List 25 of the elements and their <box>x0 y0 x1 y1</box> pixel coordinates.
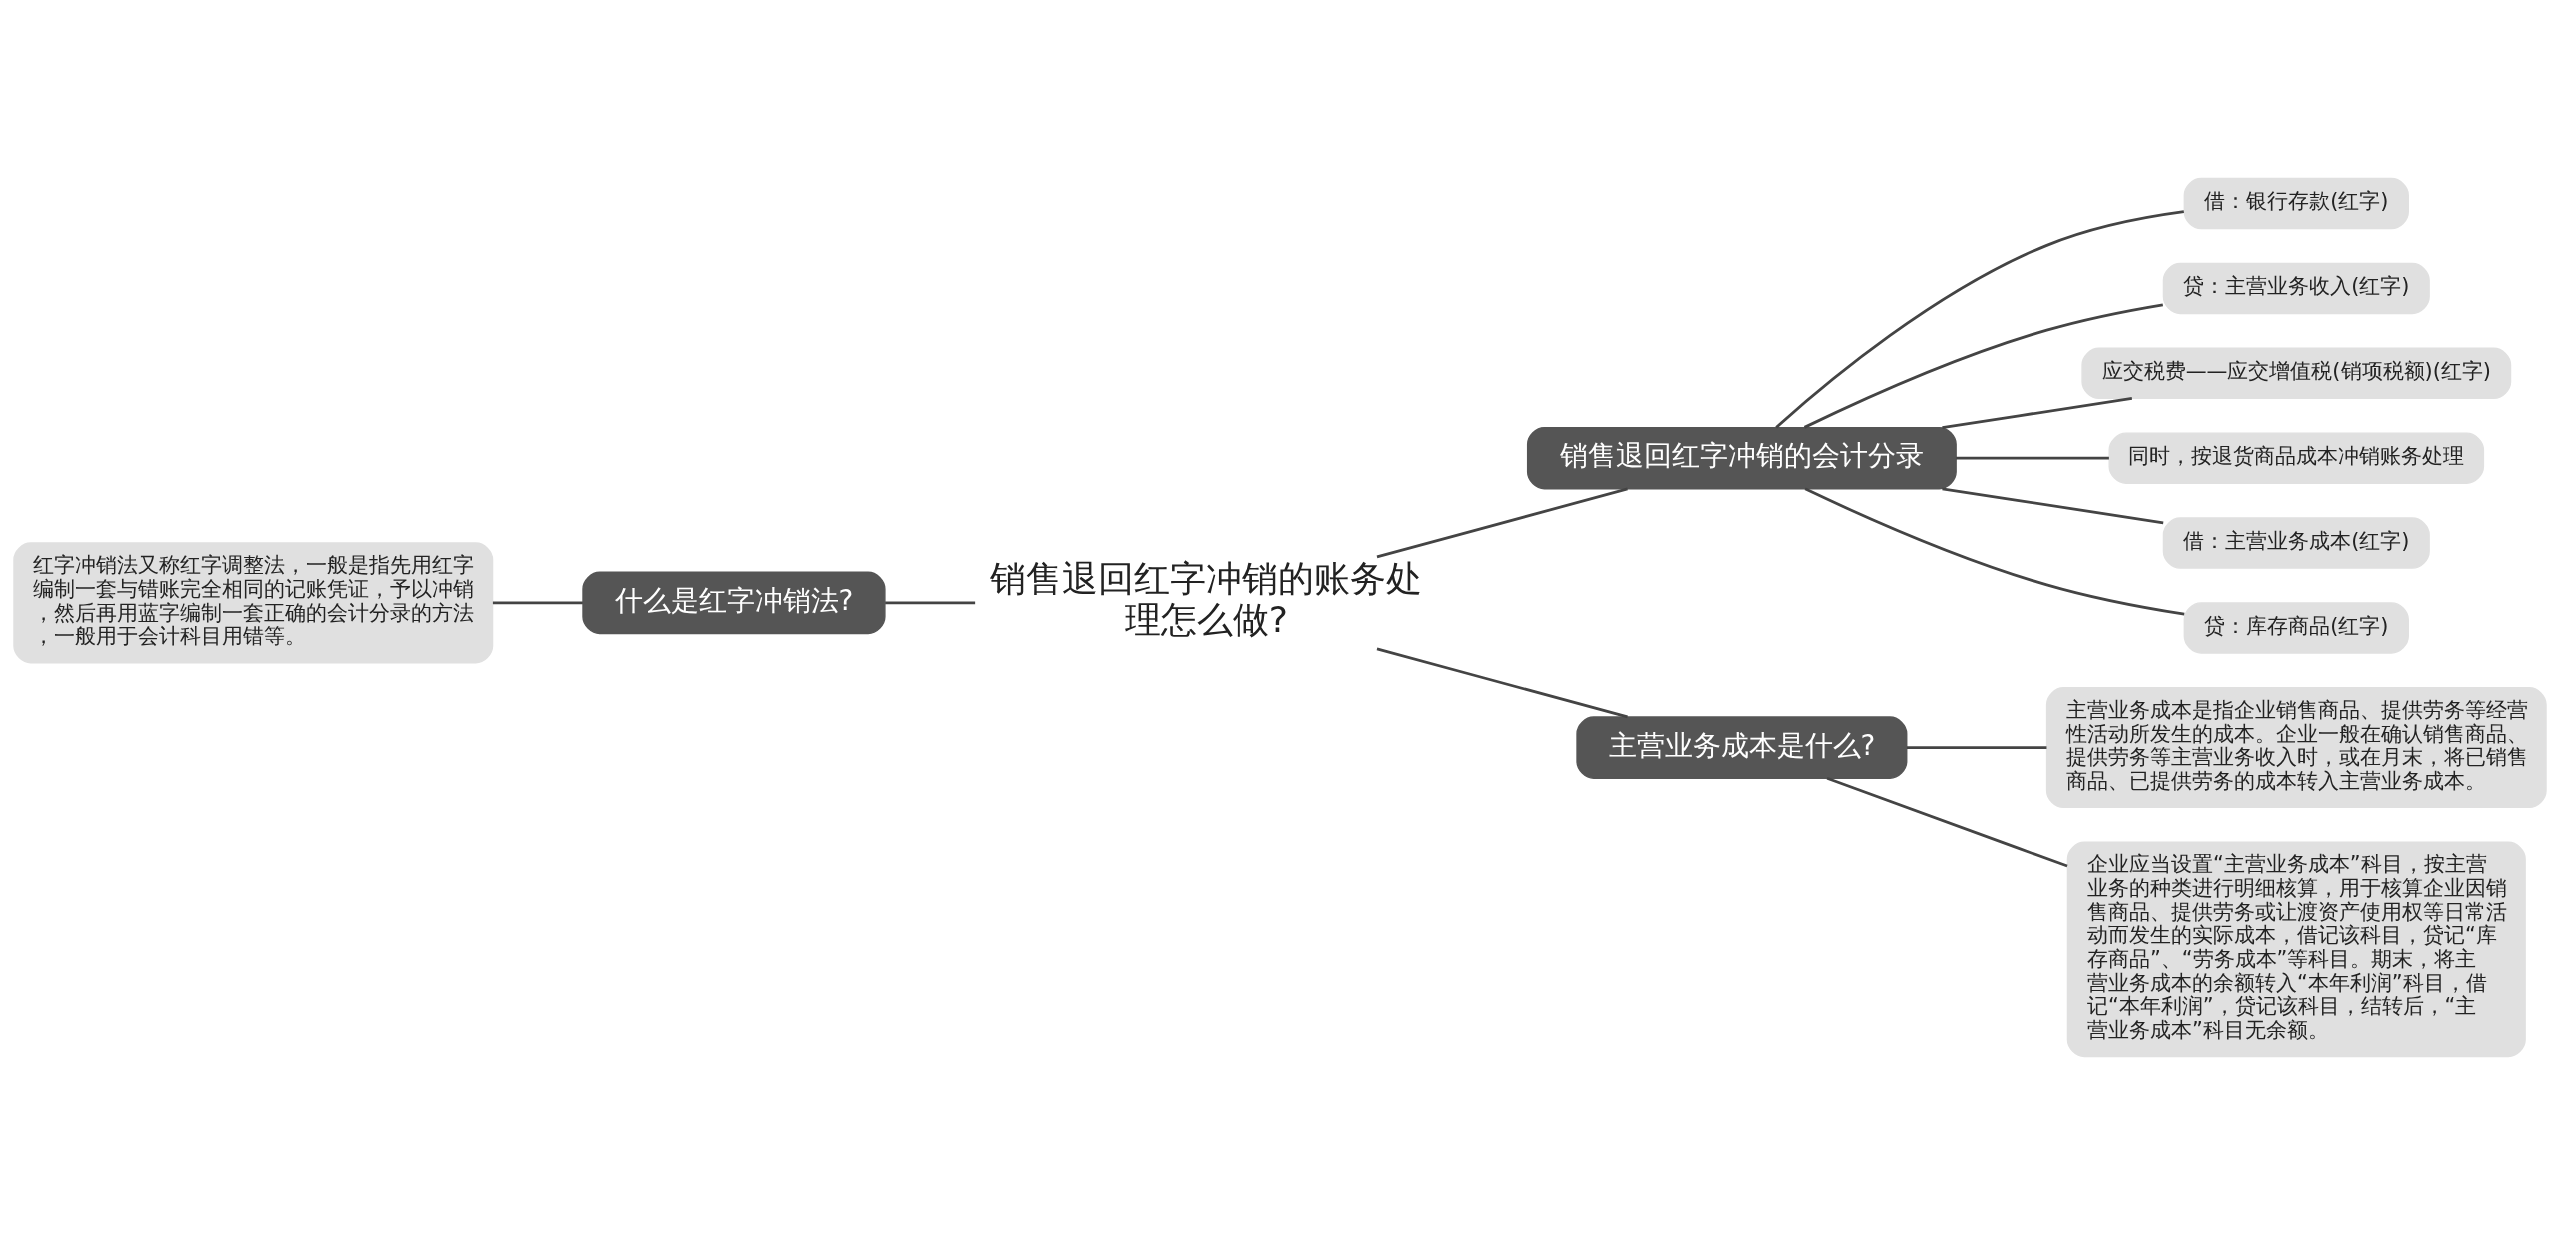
connector <box>1803 303 2164 429</box>
connector <box>1906 746 2047 749</box>
connector <box>1775 210 2184 429</box>
connector <box>885 601 976 605</box>
node-box: 应交税费——应交增值税(销项税额)(红字) <box>2081 347 2512 400</box>
node-box: 借：银行存款(红字) <box>2183 177 2409 230</box>
node-box: 主营业务成本是什么? <box>1576 716 1908 779</box>
node-box: 贷：库存商品(红字) <box>2183 602 2409 654</box>
connector <box>1826 776 2068 868</box>
node-box: 企业应当设置“主营业务成本”科目，按主营业务的种类进行明细核算，用于核算企业因销售商品、提供劳务或让渡资产使用权等日常活动而发生的实际成本，借记该科目，贷记“库存商品”、“劳务成本”等科目。期末，将主营业务成本的余额转入“本年利润”科目，借记“本年利润”，贷记该科目，结转后，“主营业务成本”科目无余额。 <box>2066 841 2526 1058</box>
connector <box>1804 487 2185 616</box>
connector <box>1942 397 2133 429</box>
connector <box>1956 456 2109 460</box>
connector <box>1942 487 2164 525</box>
node-box: 什么是红字冲销法? <box>582 571 886 635</box>
node-box: 贷：主营业务收入(红字) <box>2162 262 2430 315</box>
connector <box>492 601 583 605</box>
node-text: 销售退回红字冲销的账务处理怎么做? <box>990 557 1423 641</box>
connector <box>1376 487 1628 559</box>
connector <box>1376 647 1628 719</box>
node-box: 借：主营业务成本(红字) <box>2162 517 2430 569</box>
node-box: 主营业务成本是指企业销售商品、提供劳务等经营性活动所发生的成本。企业一般在确认销售商品、提供劳务等主营业务收入时，或在月末，将已销售商品、已提供劳务的成本转入主营业务成本。 <box>2045 687 2547 809</box>
node-box: 同时，按退货商品成本冲销账务处理 <box>2108 432 2485 484</box>
node-box: 销售退回红字冲销的会计分录 <box>1526 426 1957 490</box>
node-box: 红字冲销法又称红字调整法，一般是指先用红字编制一套与错账完全相同的记账凭证，予以冲销，然后再用蓝字编制一套正确的会计分录的方法，一般用于会计科目用错等。 <box>13 542 494 664</box>
